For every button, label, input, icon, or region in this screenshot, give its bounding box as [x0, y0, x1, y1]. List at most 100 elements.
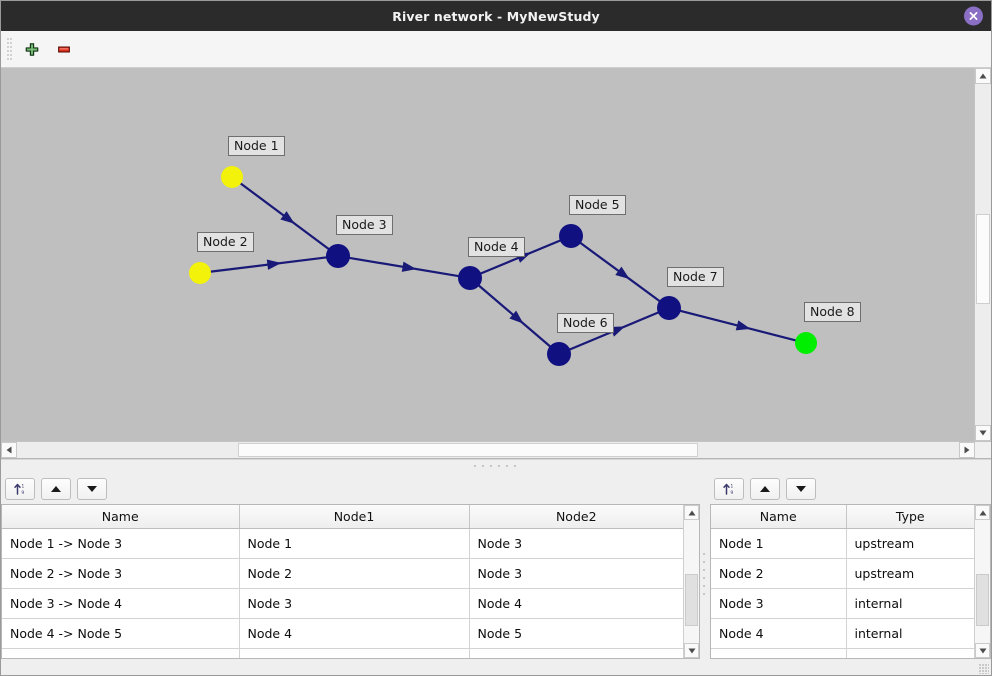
triangle-down-icon: [979, 648, 986, 653]
scroll-up-button[interactable]: [975, 68, 991, 84]
nodes-column-header-name[interactable]: Name: [711, 505, 847, 529]
diagram-vertical-scrollbar[interactable]: [974, 68, 991, 441]
edge-arrow-icon: [266, 259, 282, 270]
reaches-cell[interactable]: Node 4: [469, 588, 683, 619]
reaches-column-header-node2[interactable]: Node2: [469, 505, 683, 529]
reaches-cell[interactable]: Node 1 -> Node 3: [2, 528, 240, 559]
reaches-scroll-down-button[interactable]: [684, 643, 699, 658]
node-label-node-8[interactable]: Node 8: [804, 302, 861, 322]
reaches-cell[interactable]: Node 2 -> Node 3: [2, 558, 240, 589]
nodes-move-down-button[interactable]: [786, 478, 816, 500]
nodes-cell-empty: [846, 648, 974, 658]
nodes-footer: [710, 659, 991, 675]
reaches-move-down-button[interactable]: [77, 478, 107, 500]
graph-node-node-6[interactable]: [547, 342, 571, 366]
nodes-column-header-type[interactable]: Type: [846, 505, 974, 529]
node-label-node-3[interactable]: Node 3: [336, 215, 393, 235]
nodes-cell[interactable]: Node 3: [711, 588, 847, 619]
graph-node-node-5[interactable]: [559, 224, 583, 248]
reaches-scroll-up-button[interactable]: [684, 505, 699, 520]
reaches-cell[interactable]: Node 2: [239, 558, 470, 589]
reaches-cell-empty: [469, 648, 683, 658]
diagram-hscroll-track[interactable]: [17, 442, 959, 458]
close-button[interactable]: [964, 6, 983, 26]
nodes-vscroll-track[interactable]: [975, 520, 990, 643]
horizontal-splitter[interactable]: [1, 459, 991, 474]
reaches-cell[interactable]: Node 3 -> Node 4: [2, 588, 240, 619]
reaches-vscroll-track[interactable]: [684, 520, 699, 643]
reaches-cell[interactable]: Node 3: [239, 588, 470, 619]
reaches-cell[interactable]: Node 3: [469, 558, 683, 589]
nodes-cell[interactable]: internal: [846, 588, 974, 619]
reaches-vertical-scrollbar[interactable]: [683, 505, 699, 658]
node-label-node-4[interactable]: Node 4: [468, 237, 525, 257]
nodes-scroll-up-button[interactable]: [975, 505, 990, 520]
vertical-splitter-grip: [703, 552, 707, 597]
add-node-icon: [25, 42, 39, 56]
scroll-down-button[interactable]: [975, 425, 991, 441]
window-resize-grip[interactable]: [979, 664, 989, 674]
nodes-cell[interactable]: upstream: [846, 528, 974, 559]
graph-node-node-1[interactable]: [221, 166, 243, 188]
nodes-sort-button[interactable]: 1 9: [714, 478, 744, 500]
node-label-node-5[interactable]: Node 5: [569, 195, 626, 215]
reaches-cell[interactable]: Node 4 -> Node 5: [2, 618, 240, 649]
reaches-cell[interactable]: Node 3: [469, 528, 683, 559]
scroll-right-button[interactable]: [959, 442, 975, 458]
sort-icon: 1 9: [14, 484, 24, 496]
nodes-scroll-down-button[interactable]: [975, 643, 990, 658]
diagram-vscroll-track[interactable]: [975, 84, 991, 425]
edge-arrow-icon: [615, 266, 630, 280]
reaches-column-header-name[interactable]: Name: [2, 505, 240, 529]
graph-node-node-2[interactable]: [189, 262, 211, 284]
diagram-horizontal-scrollbar[interactable]: [1, 441, 991, 458]
reaches-sort-button[interactable]: 1 9: [5, 478, 35, 500]
reaches-column-header-node1[interactable]: Node1: [239, 505, 470, 529]
nodes-cell[interactable]: internal: [846, 618, 974, 649]
toolbar-drag-handle[interactable]: [7, 38, 13, 60]
reaches-cell-empty: [2, 648, 240, 658]
node-label-node-7[interactable]: Node 7: [667, 267, 724, 287]
nodes-cell[interactable]: Node 2: [711, 558, 847, 589]
node-label-node-2[interactable]: Node 2: [197, 232, 254, 252]
node-label-node-1[interactable]: Node 1: [228, 136, 285, 156]
reaches-move-up-button[interactable]: [41, 478, 71, 500]
scroll-left-button[interactable]: [1, 442, 17, 458]
nodes-move-up-button[interactable]: [750, 478, 780, 500]
network-canvas[interactable]: Node 1 Node 2 Node 3 Node 4 Node 5 Node 6 Node…: [1, 68, 974, 441]
reaches-cell[interactable]: Node 5: [469, 618, 683, 649]
graph-node-node-4[interactable]: [458, 266, 482, 290]
nodes-cell[interactable]: Node 1: [711, 528, 847, 559]
delete-node-button[interactable]: [51, 36, 77, 62]
diagram-vscroll-thumb[interactable]: [976, 214, 990, 304]
graph-node-node-7[interactable]: [657, 296, 681, 320]
reaches-vscroll-thumb[interactable]: [685, 574, 698, 626]
nodes-cell[interactable]: upstream: [846, 558, 974, 589]
vertical-splitter[interactable]: [700, 474, 710, 675]
graph-node-node-3[interactable]: [326, 244, 350, 268]
node-label-node-6[interactable]: Node 6: [557, 313, 614, 333]
triangle-left-icon: [6, 446, 12, 454]
reaches-cell[interactable]: Node 4: [239, 618, 470, 649]
nodes-vscroll-thumb[interactable]: [976, 574, 989, 626]
graph-node-node-8[interactable]: [795, 332, 817, 354]
table-row-empty[interactable]: [711, 648, 974, 658]
nodes-cell[interactable]: Node 4: [711, 618, 847, 649]
add-node-button[interactable]: [19, 36, 45, 62]
triangle-down-icon: [688, 648, 695, 653]
table-row-empty[interactable]: [2, 648, 683, 658]
nodes-vertical-scrollbar[interactable]: [974, 505, 990, 658]
diagram-hscroll-thumb[interactable]: [238, 443, 698, 457]
reaches-cell[interactable]: Node 1: [239, 528, 470, 559]
